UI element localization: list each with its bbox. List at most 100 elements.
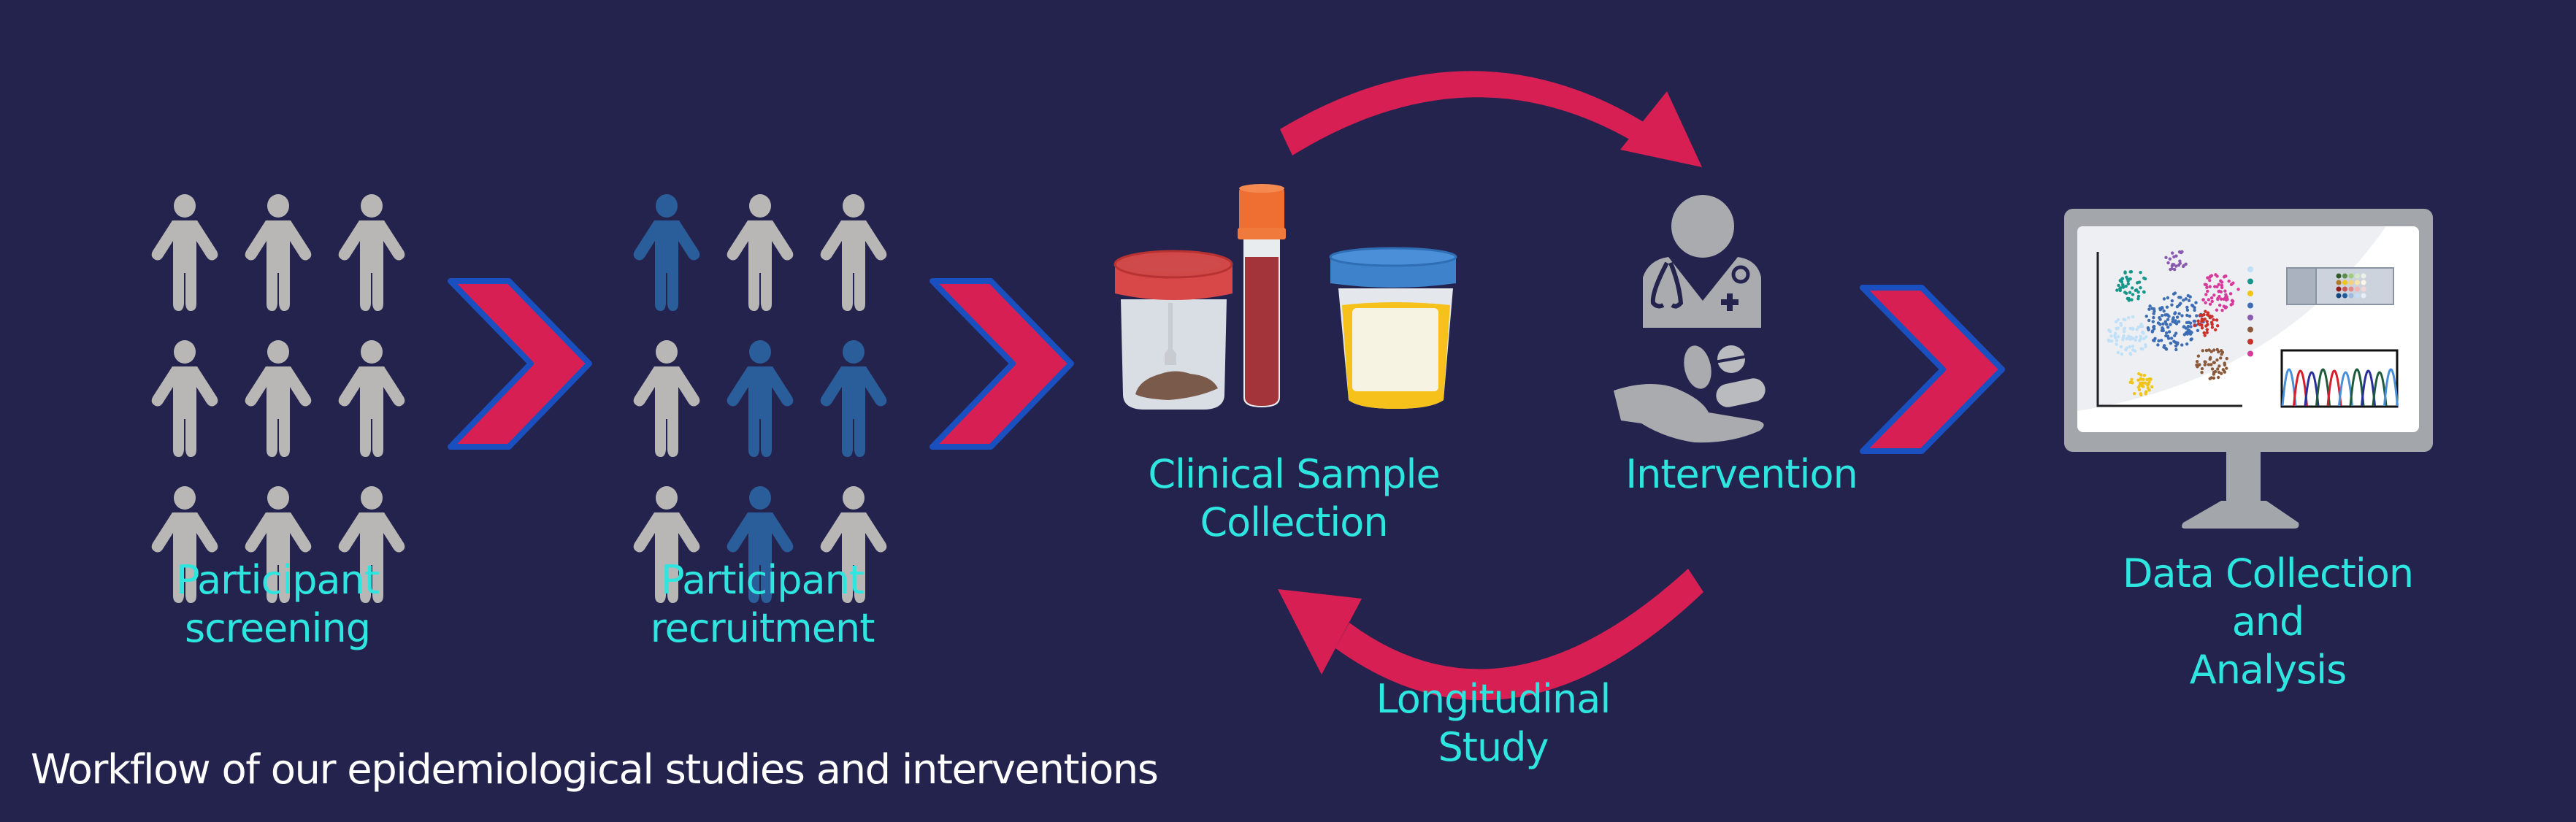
scatter-point [2150,330,2155,334]
scatter-point [2210,299,2214,304]
scatter-point [2195,360,2199,364]
scatter-point [2200,366,2204,371]
scatter-point [2147,307,2151,311]
scatter-point [2165,312,2169,317]
scatter-point [2208,302,2212,306]
scatter-point [2166,334,2170,338]
scatter-point [2119,323,2123,327]
scatter-point [2201,313,2204,317]
scatter-point [2174,322,2179,326]
scatter-point [2174,347,2178,352]
scatter-point [2212,348,2216,352]
scatter-point [2189,325,2193,329]
slide-dot [2348,280,2354,285]
curved-arrow-longitudinal-icon [1278,569,1703,701]
scatter-point [2139,373,2143,377]
scatter-point [2225,356,2228,361]
scatter-point [2185,313,2189,318]
scatter-point [2131,326,2134,330]
step-label-data-analysis: Data Collection and Analysis [2093,550,2443,694]
scatter-point [2173,334,2177,337]
urine-cup-icon [1329,247,1457,409]
person-icon [151,194,218,311]
label-line: Participant [175,557,380,603]
scatter-point [2200,323,2204,327]
scatter-point [2161,329,2165,333]
scatter-point [2225,366,2228,370]
scatter-point [2144,335,2148,339]
scatter-point [2212,376,2216,380]
scatter-point [2217,364,2221,368]
scatter-point [2168,257,2172,261]
scatter-point [2186,293,2190,298]
blood-tube-icon [1238,184,1286,407]
scatter-point [2200,326,2204,330]
scatter-point [2142,377,2145,382]
scatter-point [2217,289,2220,293]
scatter-point [2209,274,2214,277]
slide-dot [2348,293,2354,299]
scatter-point [2193,306,2196,310]
scatter-point [2162,345,2166,349]
scatter-point [2174,264,2178,268]
scatter-point [2120,352,2124,356]
scatter-point [2107,329,2111,332]
scatter-point [2219,372,2223,375]
scatter-point [2224,305,2228,309]
scatter-point [2169,341,2173,345]
scatter-point [2186,324,2190,329]
person-icon [338,194,405,311]
scatter-point [2171,292,2176,296]
scatter-point [2192,319,2196,323]
cluster-legend [2247,266,2253,357]
scatter-point [2222,297,2226,301]
scatter-point [2138,383,2142,388]
scatter-point [2147,318,2151,323]
scatter-point [2142,373,2147,377]
scatter-point [2142,276,2146,280]
scatter-point [2136,294,2141,299]
scatter-point [2136,290,2140,294]
scatter-point [2204,293,2208,296]
scatter-point [2173,267,2177,272]
scatter-point [2171,251,2174,255]
scatter-point [2184,297,2188,301]
scatter-point [2160,313,2164,318]
slide-dot [2361,286,2366,292]
scatter-point [2161,322,2165,326]
scatter-point [2136,296,2140,301]
scatter-point [2152,324,2156,329]
slide-dot [2355,280,2360,285]
computer-monitor-icon [2064,209,2433,529]
scatter-point [2139,324,2142,329]
scatter-point [2125,275,2128,279]
scatter-point [2146,326,2150,330]
scatter-point [2187,299,2191,302]
scatter-point [2139,285,2142,290]
scatter-point [2172,263,2176,266]
scatter-point [2209,363,2213,366]
scatter-point [2122,330,2126,334]
scatter-point [2215,324,2220,328]
scatter-point [2170,299,2174,303]
scatter-point [2116,326,2120,330]
scatter-point [2153,327,2156,331]
legend-dot [2247,339,2253,345]
scatter-point [2109,334,2113,338]
scatter-point [2148,304,2152,308]
sequencing-chromatogram [2280,349,2399,408]
scatter-point [2215,308,2219,312]
slide-dot [2361,293,2366,299]
scatter-point [2236,288,2240,291]
scatter-point [2222,275,2226,279]
scatter-point [2195,314,2199,318]
scatter-point [2116,335,2120,339]
scatter-point [2231,281,2235,285]
legend-dot [2247,291,2253,296]
scatter-point [2135,328,2139,331]
scatter-point [2120,280,2124,284]
scatter-point [2203,334,2207,337]
scatter-point [2121,284,2125,288]
step-label-intervention: Intervention [1595,450,1887,499]
